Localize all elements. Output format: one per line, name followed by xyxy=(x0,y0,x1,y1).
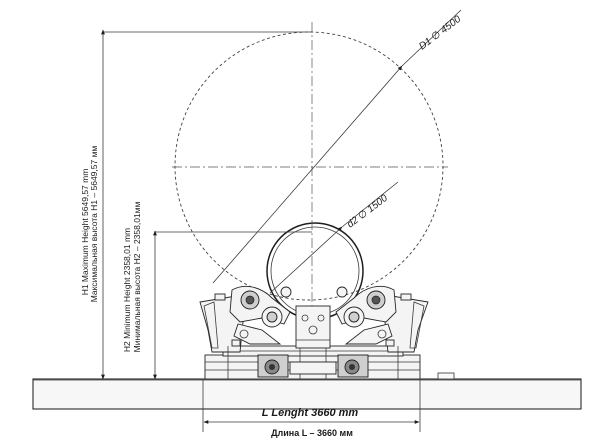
height-min-en-label: H2 Minimum Height 2358,01 mm xyxy=(122,228,132,352)
length-en-label: L Lenght 3660 mm xyxy=(262,407,359,419)
height-min-ru-label: Минимальная высота H2 – 2358,01мм xyxy=(132,201,142,352)
diameter-small-label: d2 ∅ 1500 xyxy=(345,193,390,231)
left-motor xyxy=(257,354,289,378)
h1-height-dimension: H1 Maximum Height 5649,57 mm Максимальна… xyxy=(80,29,312,380)
ground-slab xyxy=(32,372,582,410)
length-ru-label: Длина L – 3660 мм xyxy=(271,428,353,438)
right-motor xyxy=(337,354,369,378)
right-roller-arm xyxy=(335,285,397,345)
d2-diameter-leader: d2 ∅ 1500 xyxy=(269,181,399,294)
rotator-assembly xyxy=(199,285,429,380)
h2-height-dimension: H2 Minimum Height 2358,01 mm Минимальная… xyxy=(122,201,312,380)
large-vessel-outline xyxy=(174,31,444,301)
diameter-large-label: D1 ∅ 4500 xyxy=(417,14,463,53)
height-max-ru-label: Максимальная высота H1 – 5649,57 мм xyxy=(89,146,99,303)
height-max-en-label: H1 Maximum Height 5649,57 mm xyxy=(80,169,90,296)
left-roller-arm xyxy=(229,285,292,345)
d1-diameter-leader: D1 ∅ 4500 xyxy=(212,9,464,284)
length-dimension: L Lenght 3660 mm Длина L – 3660 мм xyxy=(202,380,421,438)
